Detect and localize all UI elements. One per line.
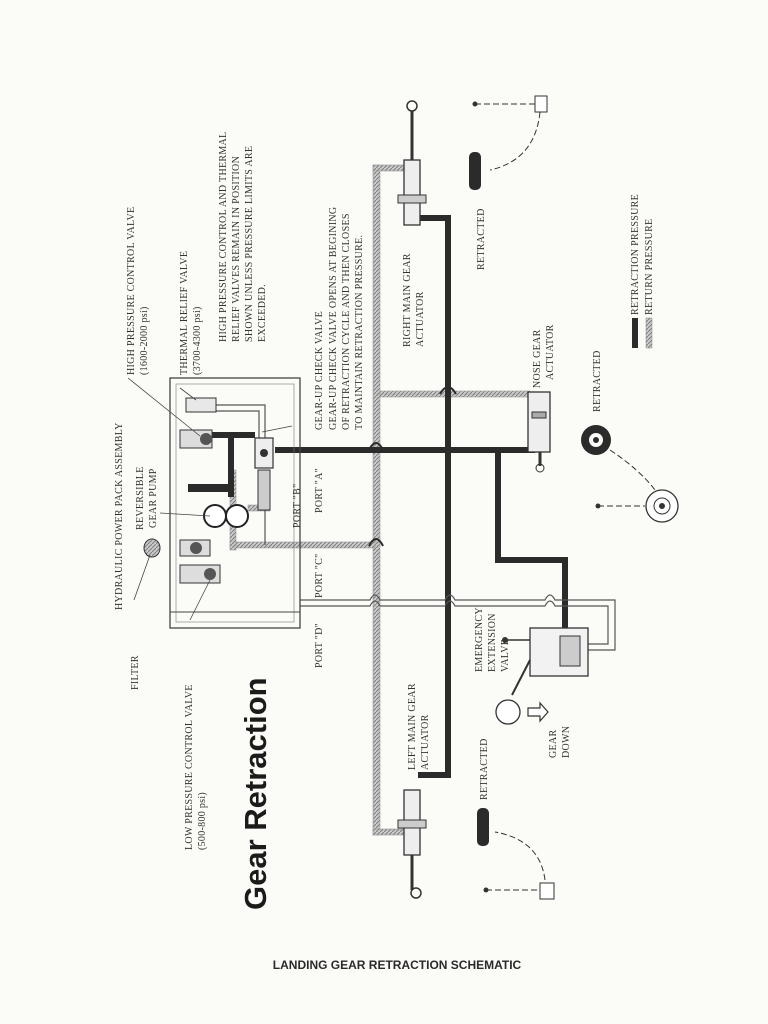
label-pump-2: GEAR PUMP <box>148 468 159 528</box>
label-filter: FILTER <box>130 655 141 690</box>
label-port-c: PORT "C" <box>314 553 325 598</box>
label-right-main-1: RIGHT MAIN GEAR <box>402 253 413 347</box>
label-retracted-right: RETRACTED <box>476 208 487 270</box>
label-power-pack: HYDRAULIC POWER PACK ASSEMBLY <box>114 422 125 610</box>
right-main-gear-actuator <box>397 95 548 226</box>
labels: HYDRAULIC POWER PACK ASSEMBLY HIGH PRESS… <box>114 132 603 972</box>
crossovers <box>368 386 457 547</box>
label-thermal-2: (3700-4300 psi) <box>192 306 203 375</box>
label-note-hp-1: HIGH PRESSURE CONTROL AND THERMAL <box>218 132 229 342</box>
label-hp-valve-2: (1600-2000 psi) <box>139 306 150 375</box>
left-gear-retracted-icon <box>477 808 555 900</box>
label-check-valve: GEAR-UP CHECK VALVE <box>314 311 325 430</box>
label-hp-valve-1: HIGH PRESSURE CONTROL VALVE <box>126 207 137 375</box>
label-port-a: PORT "A" <box>314 468 325 513</box>
legend-label-retraction: RETRACTION PRESSURE <box>630 194 641 315</box>
label-emergency-3: VALVE <box>500 639 511 672</box>
label-thermal-1: THERMAL RELIEF VALVE <box>179 251 190 375</box>
label-right-main-2: ACTUATOR <box>415 291 426 347</box>
diagram-caption: LANDING GEAR RETRACTION SCHEMATIC <box>273 958 522 972</box>
label-left-main-1: LEFT MAIN GEAR <box>407 683 418 770</box>
label-gear-1: GEAR <box>548 730 559 758</box>
arrow-right-icon <box>527 701 549 723</box>
label-port-b: PORT "B" <box>292 483 303 528</box>
nose-gear-retracted-icon <box>581 425 679 523</box>
label-left-main-2: ACTUATOR <box>420 714 431 770</box>
label-emergency-1: EMERGENCY <box>474 607 485 672</box>
hydraulic-power-pack <box>143 377 301 629</box>
leader-lines <box>127 377 293 621</box>
legend-solid-swatch <box>632 318 638 348</box>
label-retracted-left: RETRACTED <box>479 738 490 800</box>
right-gear-retracted-icon <box>469 95 548 190</box>
gear-up-check-valve-icon <box>254 437 274 511</box>
outline-lines <box>210 404 616 651</box>
label-port-d: PORT "D" <box>314 623 325 668</box>
emergency-extension-valve <box>495 627 589 725</box>
label-emergency-2: EXTENSION <box>487 613 498 672</box>
legend-label-return: RETURN PRESSURE <box>644 219 655 315</box>
nose-gear-actuator <box>527 391 679 523</box>
label-nose-2: ACTUATOR <box>545 324 556 380</box>
label-gear-2: DOWN <box>561 726 572 758</box>
label-note-check-3: TO MAINTAIN RETRACTION PRESSURE. <box>354 235 365 430</box>
label-note-check-2: OF RETRACTION CYCLE AND THEN CLOSES <box>341 213 352 430</box>
label-note-hp-3: SHOWN UNLESS PRESSURE LIMITS ARE <box>244 146 255 342</box>
label-pump-1: REVERSIBLE <box>135 466 146 530</box>
legend-hatched-swatch <box>645 317 653 349</box>
left-main-gear-actuator <box>397 789 555 900</box>
label-note-hp-2: RELIEF VALVES REMAIN IN POSITION <box>231 156 242 342</box>
label-lp-valve-1: LOW PRESSURE CONTROL VALVE <box>184 684 195 850</box>
label-nose-1: NOSE GEAR <box>532 329 543 388</box>
gear-pump-icon <box>203 504 249 528</box>
filter-icon <box>143 538 161 558</box>
label-retracted-nose: RETRACTED <box>592 350 603 412</box>
diagram-title: Gear Retraction <box>238 677 273 910</box>
label-note-check-1: GEAR-UP CHECK VALVE OPENS AT BEGINING <box>328 207 339 430</box>
label-note-hp-4: EXCEEDED. <box>257 284 268 342</box>
label-lp-valve-2: (500-800 psi) <box>197 792 208 850</box>
legend: RETRACTION PRESSURE RETURN PRESSURE <box>630 194 655 349</box>
